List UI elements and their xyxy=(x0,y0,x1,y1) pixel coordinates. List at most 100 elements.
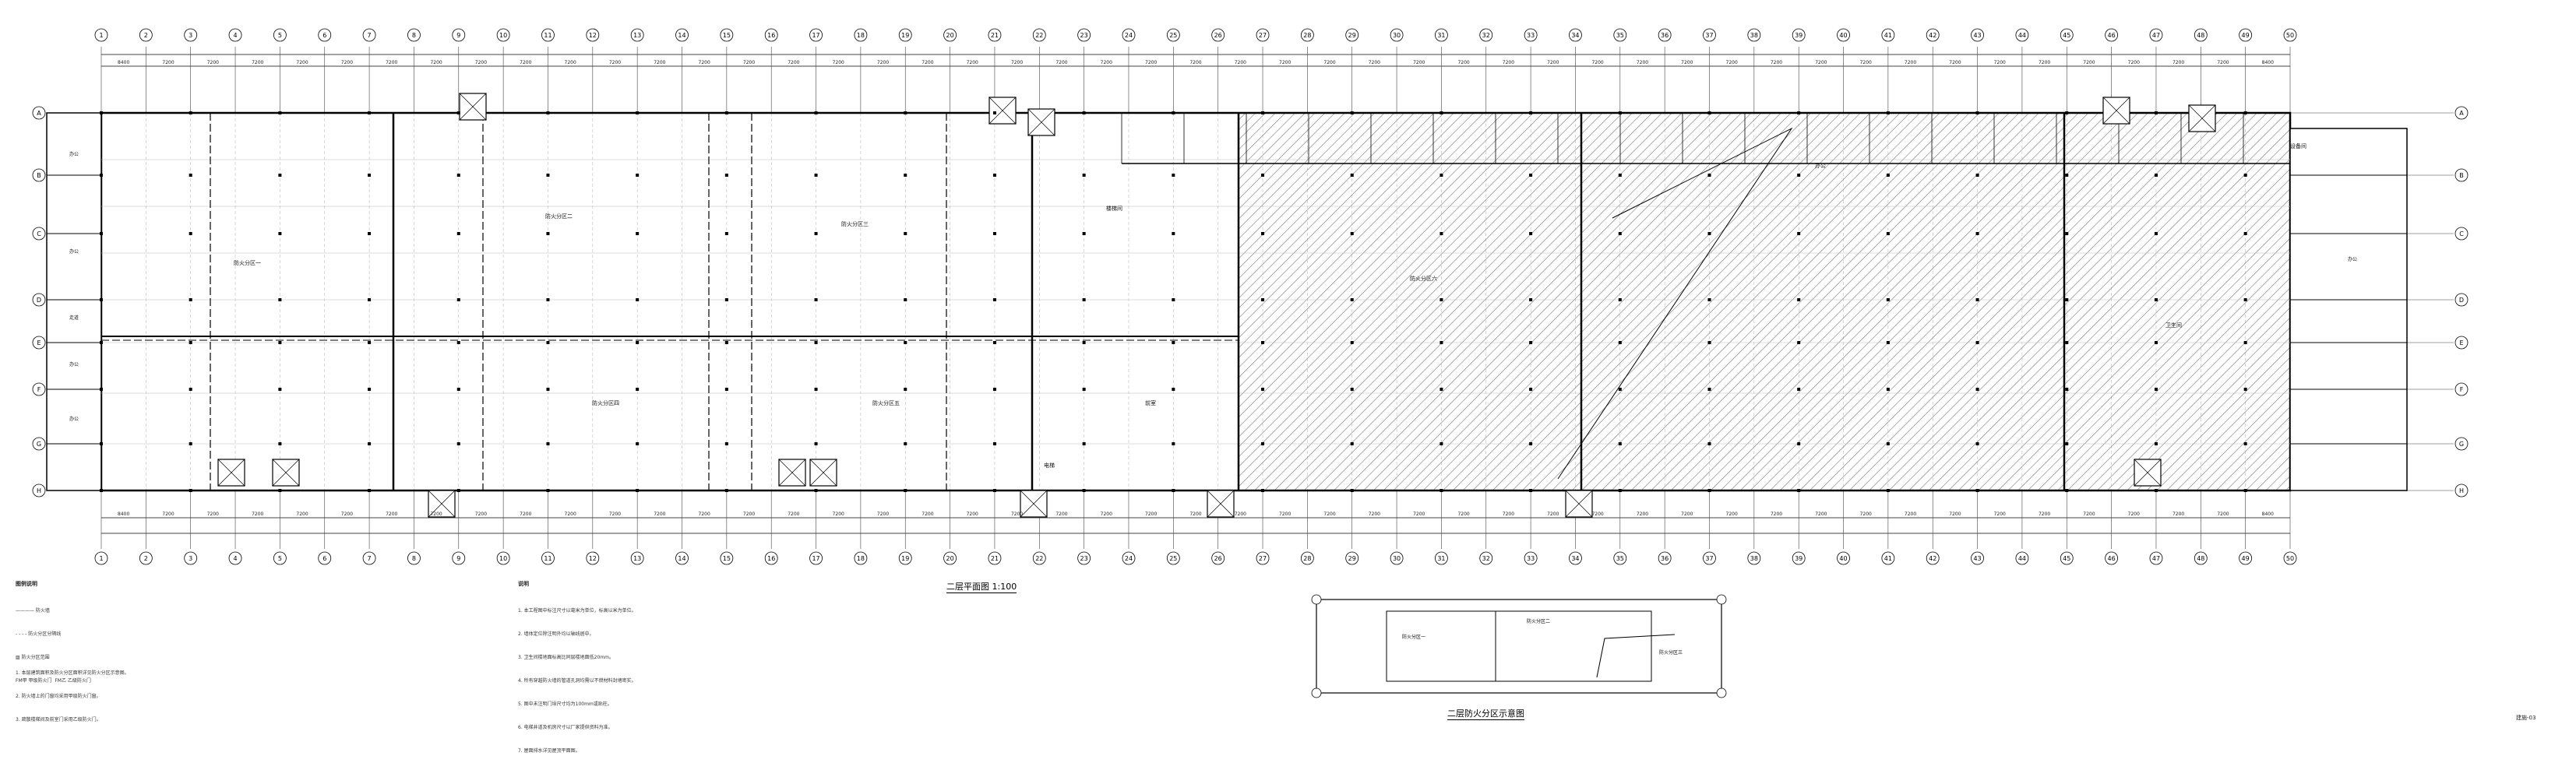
axis-bubble-top xyxy=(1211,28,1225,42)
column xyxy=(456,442,460,445)
column xyxy=(1707,442,1711,445)
column xyxy=(1797,388,1801,391)
span-dim-bottom: 7200 xyxy=(296,512,308,517)
axis-label: 44 xyxy=(2018,32,2026,39)
span-dim-top: 7200 xyxy=(341,60,353,65)
axis-bubble-bottom xyxy=(854,551,868,565)
span-dim-top: 7200 xyxy=(1101,60,1112,65)
axis-label: 2 xyxy=(144,32,148,39)
span-dim-bottom: 7200 xyxy=(1145,512,1157,517)
column xyxy=(814,174,818,177)
column xyxy=(1529,442,1533,445)
column xyxy=(278,174,282,177)
axis-label: 23 xyxy=(1080,555,1088,562)
axis-label: 30 xyxy=(1393,32,1401,39)
axis-label: 33 xyxy=(1527,555,1535,562)
column xyxy=(1618,489,1622,492)
axis-label: 40 xyxy=(1839,555,1847,562)
axis-bubble-top xyxy=(809,28,823,42)
axis-bubble-bottom xyxy=(1926,551,1940,565)
axis-label: 47 xyxy=(2152,555,2160,562)
column xyxy=(2243,298,2247,301)
key-plan-title: 二层防火分区示意图 xyxy=(1447,708,1524,720)
column xyxy=(814,298,818,301)
span-dim-bottom: 7200 xyxy=(1413,512,1425,517)
column xyxy=(100,442,103,445)
axis-label: 22 xyxy=(1035,555,1043,562)
column xyxy=(1618,341,1622,344)
span-dim-bottom: 8400 xyxy=(118,512,129,517)
column xyxy=(1886,388,1890,391)
side-bubble-left xyxy=(32,293,46,307)
notes-heading: 说明 xyxy=(518,581,529,587)
span-dim-top: 7200 xyxy=(743,60,755,65)
stair-core-cross xyxy=(2102,97,2130,125)
side-axis-label: E xyxy=(2459,339,2463,346)
axis-bubble-bottom xyxy=(362,551,376,565)
span-dim-bottom: 7200 xyxy=(1905,512,1916,517)
axis-bubble-top xyxy=(2105,28,2119,42)
axis-bubble-top xyxy=(1256,28,1270,42)
axis-bubble-bottom xyxy=(630,551,644,565)
column xyxy=(724,298,728,301)
span-dim-top: 7200 xyxy=(1681,60,1693,65)
column xyxy=(2154,442,2158,445)
axis-label: 5 xyxy=(278,32,282,39)
side-bubble-right xyxy=(2454,483,2469,498)
axis-bubble-bottom xyxy=(407,551,421,565)
axis-bubble-bottom xyxy=(720,551,734,565)
span-dim-top: 7200 xyxy=(1413,60,1425,65)
column xyxy=(904,232,907,235)
column xyxy=(368,111,372,114)
column xyxy=(1172,442,1175,445)
axis-label: 49 xyxy=(2242,555,2250,562)
axis-bubble-bottom xyxy=(764,551,778,565)
axis-labels: 1122334455667788991010111112121313141415… xyxy=(32,28,2469,565)
column xyxy=(724,111,728,114)
span-dim-top: 7200 xyxy=(2039,60,2050,65)
column xyxy=(1529,174,1533,177)
axis-bubble-top xyxy=(1569,28,1582,42)
key-plan-outline xyxy=(1316,599,1722,694)
span-dim-top: 7200 xyxy=(1547,60,1559,65)
axis-bubble-top xyxy=(1122,28,1136,42)
room-label: 卫生间 xyxy=(2165,322,2182,329)
column xyxy=(1975,174,1979,177)
column xyxy=(636,174,640,177)
axis-bubble-bottom xyxy=(1479,551,1493,565)
column xyxy=(546,489,550,492)
axis-bubble-bottom xyxy=(94,551,108,565)
column xyxy=(2243,174,2247,177)
stair-core-cross xyxy=(2134,459,2162,487)
axis-bubble-top xyxy=(2283,28,2297,42)
column xyxy=(992,174,996,177)
axis-label: 15 xyxy=(723,32,731,39)
column xyxy=(1172,341,1175,344)
span-dim-bottom: 7200 xyxy=(475,512,487,517)
axis-bubble-top xyxy=(1658,28,1672,42)
column xyxy=(636,489,640,492)
axis-label: 32 xyxy=(1482,555,1490,562)
column xyxy=(636,388,640,391)
axis-label: 24 xyxy=(1125,32,1133,39)
span-dim-top: 7200 xyxy=(833,60,844,65)
axis-bubble-bottom xyxy=(2194,551,2208,565)
legend-item: - - - - 防火分区分隔线 xyxy=(16,631,62,637)
span-dim-top: 7200 xyxy=(1815,60,1827,65)
key-axis-bubble xyxy=(1716,687,1727,698)
column xyxy=(1886,442,1890,445)
side-bubble-right xyxy=(2454,293,2469,307)
column xyxy=(1261,298,1265,301)
axis-bubble-top xyxy=(1300,28,1314,42)
column xyxy=(100,489,103,492)
span-dim-bottom: 7200 xyxy=(788,512,799,517)
span-dim-top: 7200 xyxy=(1905,60,1916,65)
axis-label: 3 xyxy=(189,555,192,562)
column xyxy=(1797,232,1801,235)
axis-label: 30 xyxy=(1393,555,1401,562)
axis-label: 10 xyxy=(499,555,507,562)
side-axis-label: H xyxy=(37,487,41,494)
column xyxy=(636,341,640,344)
span-dim-top: 7200 xyxy=(430,60,442,65)
span-dim-bottom: 7200 xyxy=(1279,512,1291,517)
